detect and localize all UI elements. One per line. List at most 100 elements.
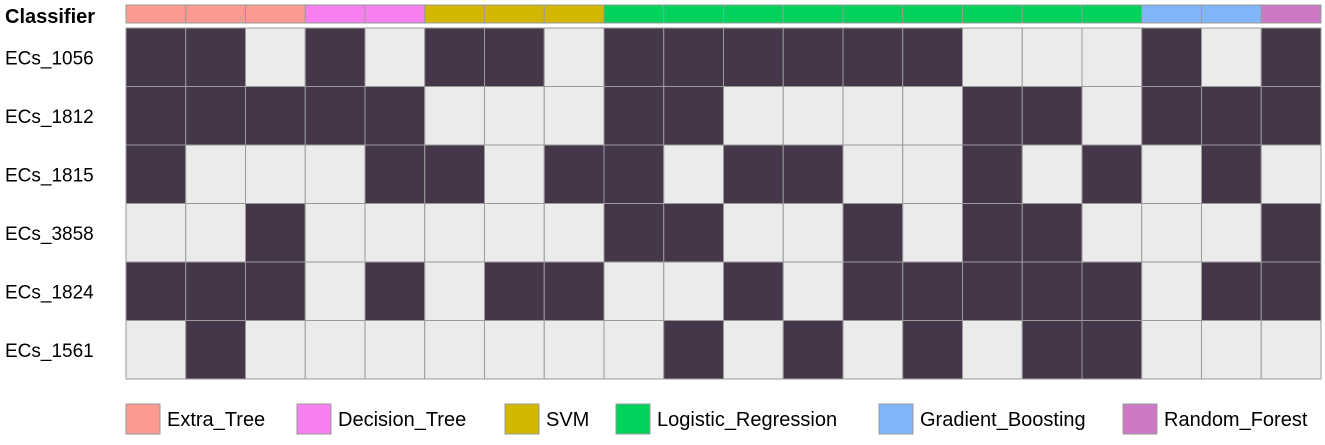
heatmap-cell <box>1260 261 1322 321</box>
heatmap-cell <box>304 320 366 380</box>
heatmap-cell <box>723 203 784 263</box>
heatmap-cell <box>424 86 485 146</box>
heatmap-cell <box>723 27 784 87</box>
annotation-cell-svm <box>543 4 605 24</box>
heatmap-cell <box>603 203 665 263</box>
heatmap-cell <box>1081 27 1143 87</box>
heatmap-cell <box>902 203 963 263</box>
legend-swatch <box>125 403 161 435</box>
heatmap-cell <box>902 261 963 321</box>
heatmap-cell <box>603 86 665 146</box>
annotation-cell-decision-tree <box>304 4 366 24</box>
heatmap-cell <box>1021 203 1083 263</box>
heatmap-cell <box>245 261 306 321</box>
heatmap-cell <box>1081 320 1143 380</box>
heatmap-cell <box>185 27 246 87</box>
heatmap-frame <box>125 27 1322 380</box>
heatmap-cell <box>782 86 844 146</box>
legend: Extra_Tree Decision_Tree SVM Logistic_Regre… <box>125 403 1308 435</box>
annotation-cell-logistic-regression <box>603 4 665 24</box>
heatmap-cell <box>424 203 485 263</box>
classifier-annotation-bar <box>125 4 1322 24</box>
heatmap-cell <box>782 320 844 380</box>
heatmap-cell <box>603 261 665 321</box>
heatmap-cell <box>902 320 963 380</box>
heatmap-cell <box>125 27 187 87</box>
row-label: ECs_1815 <box>5 165 94 186</box>
legend-swatch <box>1122 403 1158 435</box>
annotation-cell-logistic-regression <box>782 4 844 24</box>
heatmap-cell <box>962 320 1023 380</box>
heatmap-cell <box>1081 86 1143 146</box>
heatmap-cell <box>304 203 366 263</box>
heatmap-cells <box>125 27 1322 380</box>
heatmap-cell <box>543 27 605 87</box>
heatmap-cell <box>1021 144 1083 204</box>
legend-label: Gradient_Boosting <box>920 409 1086 431</box>
annotation-cell-gradient-boosting <box>1201 4 1262 24</box>
heatmap-cell <box>484 144 545 204</box>
heatmap-cell <box>245 27 306 87</box>
heatmap-cell <box>1081 144 1143 204</box>
legend-swatch <box>878 403 914 435</box>
heatmap-cell <box>304 86 366 146</box>
annotation-cell-decision-tree <box>364 4 426 24</box>
heatmap-cell <box>962 261 1023 321</box>
heatmap-cell <box>663 261 724 321</box>
annotation-cell-logistic-regression <box>663 4 724 24</box>
heatmap-cell <box>125 144 187 204</box>
heatmap-cell <box>723 86 784 146</box>
legend-entry-decision-tree: Decision_Tree <box>296 403 466 435</box>
heatmap-cell <box>185 144 246 204</box>
heatmap-cell <box>782 27 844 87</box>
heatmap-cell <box>125 86 187 146</box>
heatmap-cell <box>1021 261 1083 321</box>
heatmap-cell <box>1141 86 1202 146</box>
heatmap-cell <box>125 320 187 380</box>
legend-entry-gradient-boosting: Gradient_Boosting <box>878 403 1086 435</box>
heatmap-cell <box>484 261 545 321</box>
heatmap-cell <box>723 261 784 321</box>
heatmap-cell <box>424 27 485 87</box>
legend-swatch <box>504 403 540 435</box>
heatmap-cell <box>1260 320 1322 380</box>
heatmap-cell <box>1260 86 1322 146</box>
heatmap-cell <box>902 86 963 146</box>
heatmap-cell <box>603 320 665 380</box>
legend-label: Decision_Tree <box>338 409 466 431</box>
heatmap-cell <box>782 203 844 263</box>
heatmap-cell <box>304 144 366 204</box>
heatmap-cell <box>902 144 963 204</box>
legend-label: Logistic_Regression <box>657 409 837 431</box>
heatmap-cell <box>1081 261 1143 321</box>
heatmap-cell <box>543 144 605 204</box>
heatmap-cell <box>723 144 784 204</box>
row-label: ECs_1812 <box>5 107 94 128</box>
heatmap-cell <box>1021 320 1083 380</box>
annotation-cell-logistic-regression <box>723 4 784 24</box>
heatmap-cell <box>304 27 366 87</box>
heatmap-cell <box>842 27 904 87</box>
heatmap-cell <box>543 86 605 146</box>
legend-label: Random_Forest <box>1164 409 1308 431</box>
heatmap-cell <box>962 144 1023 204</box>
heatmap-cell <box>364 144 426 204</box>
heatmap-cell <box>1260 203 1322 263</box>
heatmap-cell <box>842 86 904 146</box>
heatmap-cell <box>1260 27 1322 87</box>
heatmap-cell <box>543 203 605 263</box>
heatmap-cell <box>663 27 724 87</box>
heatmap-cell <box>125 203 187 263</box>
heatmap-cell <box>1201 261 1262 321</box>
heatmap-cell <box>1141 320 1202 380</box>
legend-entry-logistic-regression: Logistic_Regression <box>615 403 837 435</box>
annotation-cell-logistic-regression <box>1081 4 1143 24</box>
heatmap-cell <box>185 86 246 146</box>
legend-label: SVM <box>546 409 589 431</box>
heatmap-cell <box>185 261 246 321</box>
annotation-cell-logistic-regression <box>962 4 1023 24</box>
heatmap-cell <box>1081 203 1143 263</box>
legend-label: Extra_Tree <box>167 409 265 431</box>
